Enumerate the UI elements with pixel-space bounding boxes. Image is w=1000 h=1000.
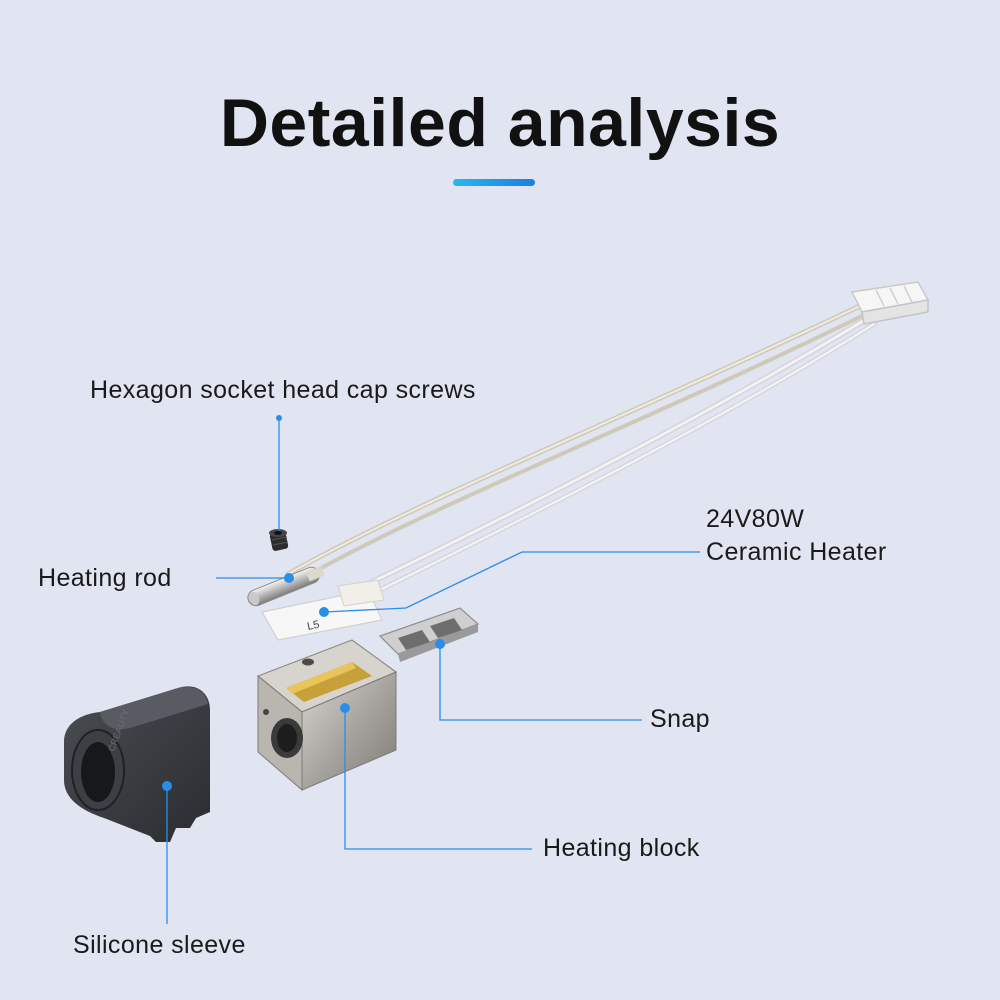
dot-screws	[276, 415, 282, 421]
label-heating-rod: Heating rod	[38, 564, 172, 592]
dot-silicone-sleeve	[162, 781, 172, 791]
heating-rod	[247, 566, 325, 607]
label-heating-block: Heating block	[543, 834, 700, 862]
label-silicone-sleeve: Silicone sleeve	[73, 931, 246, 959]
silicone-sleeve: CREALITY	[64, 686, 210, 842]
title-accent-bar	[453, 179, 535, 186]
callout-dots	[162, 415, 445, 791]
label-snap: Snap	[650, 705, 710, 733]
label-heater-rating: 24V80W	[706, 505, 805, 533]
leader-heating-block	[344, 708, 532, 850]
hex-screw	[269, 529, 289, 551]
dot-ceramic-heater	[319, 607, 329, 617]
label-ceramic-heater: Ceramic Heater	[706, 538, 887, 566]
leader-ceramic-heater	[323, 551, 700, 613]
label-hex-screws: Hexagon socket head cap screws	[90, 376, 476, 404]
dot-snap	[435, 639, 445, 649]
leader-snap	[439, 644, 642, 721]
dot-heating-block	[340, 703, 350, 713]
page-title: Detailed analysis	[219, 85, 781, 161]
connector	[850, 281, 930, 325]
leader-lines	[166, 418, 700, 924]
wire-harness	[285, 303, 877, 593]
svg-text:L5: L5	[306, 619, 320, 633]
heating-block	[256, 639, 398, 792]
dot-heating-rod	[284, 573, 294, 583]
snap-clip	[378, 607, 480, 662]
